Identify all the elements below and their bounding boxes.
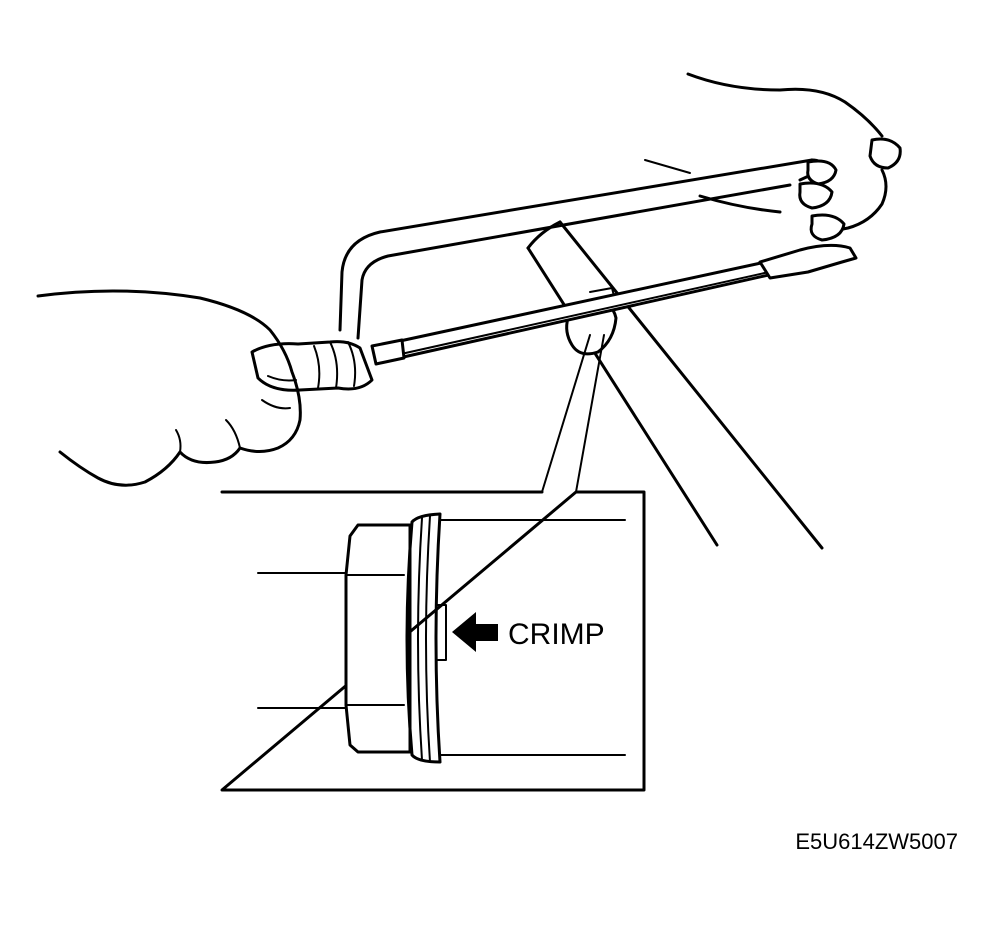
right-hand xyxy=(686,72,902,242)
figure-code: E5U614ZW5007 xyxy=(795,829,958,854)
crimp-label: CRIMP xyxy=(508,618,605,651)
shaft xyxy=(526,159,824,550)
detail-leader xyxy=(541,334,605,493)
left-hand xyxy=(36,289,302,487)
detail-inset xyxy=(220,490,646,792)
arrow-right-icon xyxy=(452,612,498,652)
hacksaw-icon xyxy=(250,158,858,392)
